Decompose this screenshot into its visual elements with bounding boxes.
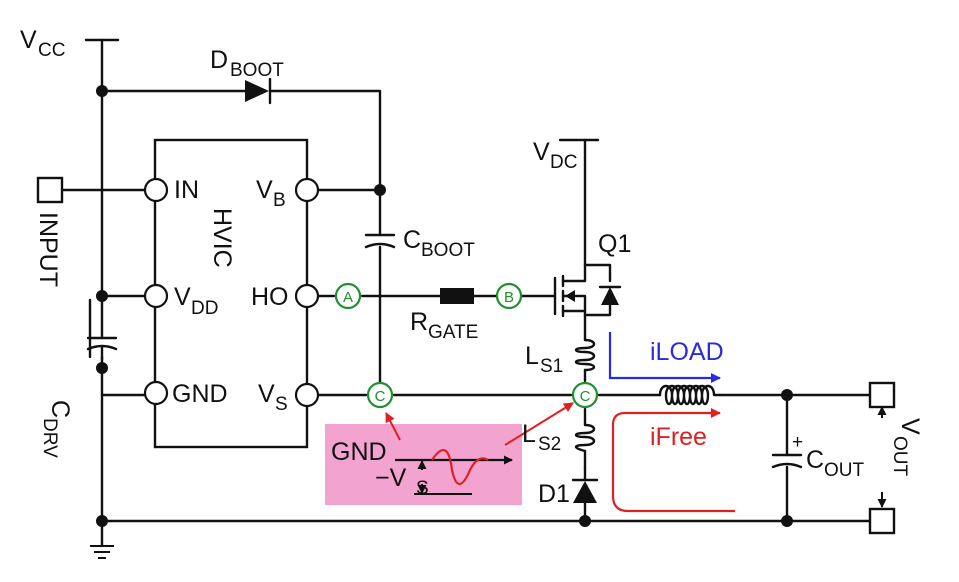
vb-label: V: [256, 176, 273, 204]
wires: [58, 38, 882, 559]
q1-mosfet: [553, 263, 622, 318]
pin-vb: [294, 177, 320, 203]
pin-gnd: [143, 380, 169, 406]
pin-ho: [294, 283, 320, 309]
inset-neg-vs-label: −V: [375, 464, 407, 492]
cdrv-sub: DRV: [39, 418, 60, 458]
cboot-sub: BOOT: [421, 240, 475, 261]
cdrv-label: C: [46, 400, 74, 418]
cout-sub: OUT: [824, 460, 865, 481]
vdd-sub: DD: [191, 298, 218, 319]
ifree-current-path: [611, 408, 735, 513]
vout-terminal-top: [868, 381, 896, 409]
vb-sub: B: [273, 190, 286, 211]
svg-text:A: A: [343, 289, 353, 306]
input-terminal: [36, 176, 64, 204]
cdrv-capacitor: [86, 298, 118, 362]
negative-vs-inset: GND −V S: [325, 424, 522, 505]
ls2-sub: S2: [538, 434, 561, 455]
dboot-label: D: [210, 46, 228, 74]
in-label: IN: [174, 176, 199, 204]
cout-label: C: [806, 446, 824, 474]
annotation-arrow-left: [385, 412, 401, 441]
junction-dots: [96, 85, 793, 527]
cboot-capacitor: [364, 233, 396, 249]
ls1-sub: S1: [540, 356, 563, 377]
input-label: INPUT: [34, 212, 62, 287]
vs-sub: S: [275, 394, 288, 415]
inset-gnd-label: GND: [331, 438, 387, 466]
output-inductor: [658, 384, 722, 406]
node-a: A: [334, 282, 362, 310]
vcc-sub: CC: [38, 40, 65, 61]
dboot-diode: [245, 77, 272, 105]
iload-current-path: [608, 332, 721, 383]
ls2-inductor: [574, 423, 596, 453]
svg-text:C: C: [580, 388, 591, 405]
cout-capacitor: [771, 453, 803, 469]
vdd-label: V: [174, 283, 191, 311]
node-c-left: C: [366, 381, 394, 409]
annotation-arrow-right: [504, 402, 574, 446]
rgate-resistor: [440, 288, 474, 304]
vdc-label: V: [533, 138, 550, 166]
ho-label: HO: [251, 283, 289, 311]
rgate-sub: GATE: [428, 322, 478, 343]
svg-text:B: B: [504, 289, 514, 306]
d1-diode: [571, 466, 599, 503]
pin-vs: [294, 382, 320, 408]
ls1-inductor: [574, 338, 596, 372]
ls1-label: L: [525, 342, 539, 370]
vdc-sub: DC: [550, 152, 577, 173]
svg-text:C: C: [375, 388, 386, 405]
cboot-label: C: [403, 226, 421, 254]
rgate-label: R: [410, 308, 428, 336]
vcc-label: V: [20, 26, 37, 54]
pin-vdd: [143, 283, 169, 309]
vs-label: V: [258, 380, 275, 408]
hvic-label: HVIC: [208, 208, 236, 268]
node-c-right: C: [571, 381, 599, 409]
vout-label: V: [896, 418, 924, 435]
dboot-sub: BOOT: [230, 60, 284, 81]
inset-neg-vs-sub: S: [416, 478, 429, 499]
d1-label: D1: [538, 480, 570, 508]
q1-label: Q1: [598, 230, 631, 258]
pin-in: [143, 177, 169, 203]
vout-terminal-bottom: [868, 507, 896, 535]
ifree-label: iFree: [650, 423, 707, 451]
ls2-label: L: [522, 420, 536, 448]
iload-label: iLOAD: [650, 338, 724, 366]
vout-sub: OUT: [889, 436, 910, 477]
cout-plus: +: [792, 432, 803, 453]
gnd-pin-label: GND: [172, 380, 228, 408]
node-b: B: [495, 282, 523, 310]
